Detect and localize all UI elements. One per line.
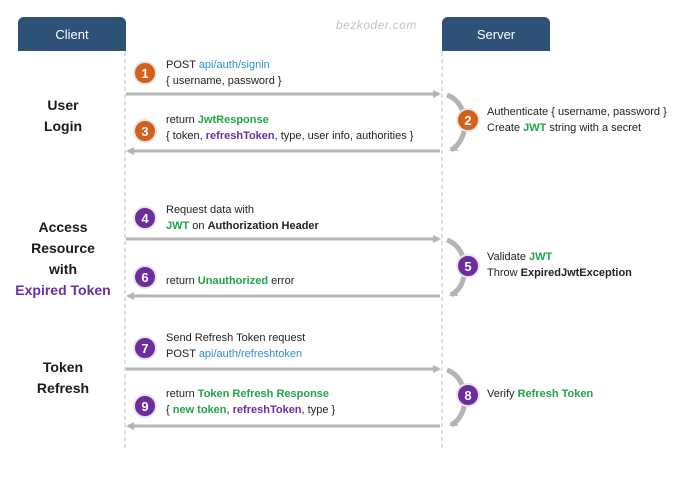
step-badge-4: 4: [133, 206, 157, 230]
step-badge-7: 7: [133, 336, 157, 360]
section-line: with: [49, 261, 77, 277]
text: return: [166, 388, 198, 400]
section-token-refresh: Token Refresh: [0, 357, 126, 399]
text: Verify: [487, 388, 518, 400]
section-line: Access: [38, 219, 88, 235]
text: ,: [226, 404, 233, 416]
text: , type }: [301, 404, 336, 416]
text: return: [166, 114, 198, 126]
step-badge-5: 5: [456, 254, 480, 278]
text: Request data with: [166, 204, 255, 216]
text: Create: [487, 122, 524, 134]
step-badge-1: 1: [133, 61, 157, 85]
section-line: Login: [43, 118, 83, 134]
text: Authenticate { username, password }: [487, 106, 667, 118]
text: POST: [166, 59, 199, 71]
step-8-text: Verify Refresh Token: [487, 386, 593, 402]
step-3-text: return JwtResponse { token, refreshToken…: [166, 112, 413, 144]
text: Send Refresh Token request: [166, 332, 306, 344]
text: POST: [166, 348, 199, 360]
endpoint-path: api/auth/signin: [198, 59, 270, 71]
text: Throw: [487, 267, 521, 279]
text: , type, user info, authorities }: [274, 130, 414, 142]
highlight: refreshToken: [205, 130, 275, 142]
server-header: Server: [442, 17, 550, 51]
text: { username, password }: [166, 75, 282, 87]
section-line: Token: [42, 359, 84, 375]
section-access-resource: Access Resource with Expired Token: [0, 217, 126, 301]
step-badge-8: 8: [456, 383, 480, 407]
endpoint-path: api/auth/refreshtoken: [198, 348, 303, 360]
text: error: [268, 275, 295, 287]
highlight: JwtResponse: [197, 114, 269, 126]
highlight: Refresh Token: [517, 388, 594, 400]
highlight: Token Refresh Response: [197, 388, 330, 400]
jwt-label: JWT: [166, 220, 190, 232]
watermark: bezkoder.com: [336, 18, 417, 32]
section-line-expired-token: Expired Token: [15, 282, 111, 298]
highlight: Authorization Header: [207, 220, 319, 232]
jwt-label: JWT: [529, 251, 553, 263]
highlight: Unauthorized: [197, 275, 269, 287]
section-line: User: [47, 97, 79, 113]
step-1-text: POST api/auth/signin { username, passwor…: [166, 57, 282, 89]
step-badge-3: 3: [133, 119, 157, 143]
text: string with a secret: [546, 122, 642, 134]
step-4-text: Request data with JWT on Authorization H…: [166, 202, 319, 234]
step-badge-6: 6: [133, 265, 157, 289]
highlight: new token: [172, 404, 227, 416]
step-badge-9: 9: [133, 394, 157, 418]
highlight: refreshToken: [232, 404, 302, 416]
section-user-login: User Login: [0, 95, 126, 137]
highlight: ExpiredJwtException: [520, 267, 632, 279]
text: {: [166, 404, 173, 416]
text: return: [166, 275, 198, 287]
client-header: Client: [18, 17, 126, 51]
jwt-label: JWT: [523, 122, 547, 134]
text: on: [189, 220, 208, 232]
step-9-text: return Token Refresh Response { new toke…: [166, 386, 335, 418]
step-2-text: Authenticate { username, password } Crea…: [487, 104, 667, 136]
text: Validate: [487, 251, 529, 263]
section-line: Resource: [31, 240, 95, 256]
step-6-text: return Unauthorized error: [166, 273, 294, 289]
section-line: Refresh: [36, 380, 90, 396]
text: { token,: [166, 130, 206, 142]
step-5-text: Validate JWT Throw ExpiredJwtException: [487, 249, 632, 281]
step-badge-2: 2: [456, 108, 480, 132]
step-7-text: Send Refresh Token request POST api/auth…: [166, 330, 305, 362]
